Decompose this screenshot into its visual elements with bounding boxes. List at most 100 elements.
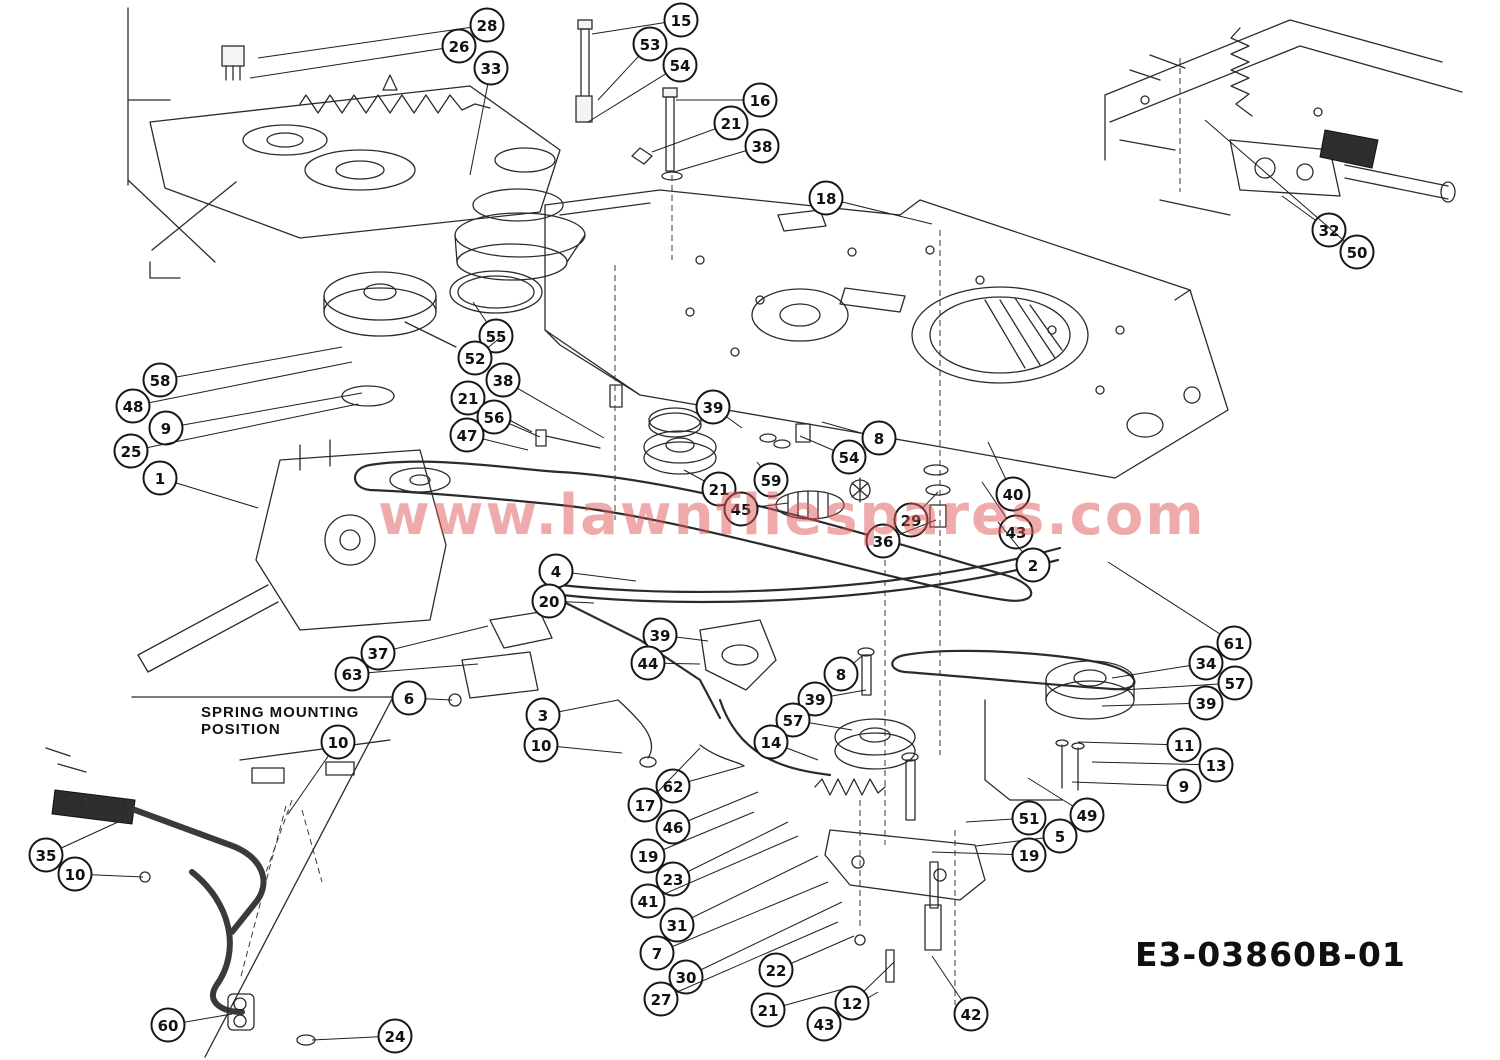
svg-text:38: 38 xyxy=(493,372,514,390)
callout-37: 37 xyxy=(360,625,489,671)
callout-28: 28 xyxy=(257,7,505,59)
svg-text:55: 55 xyxy=(486,328,507,346)
svg-text:41: 41 xyxy=(638,893,659,911)
callout-2: 2 xyxy=(997,521,1051,583)
callout-38: 38 xyxy=(485,362,605,439)
callout-47: 47 xyxy=(449,417,529,453)
svg-text:50: 50 xyxy=(1347,244,1368,262)
callout-52: 52 xyxy=(457,337,501,376)
callout-32: 32 xyxy=(1281,195,1347,248)
callout-61: 61 xyxy=(1107,561,1252,661)
svg-text:43: 43 xyxy=(1006,524,1027,542)
center-hardware xyxy=(535,384,951,821)
svg-text:21: 21 xyxy=(721,115,742,133)
top-right-chassis xyxy=(1104,19,1463,216)
callout-63: 63 xyxy=(334,656,479,692)
svg-text:43: 43 xyxy=(814,1016,835,1034)
callout-51: 51 xyxy=(965,800,1047,836)
callout-26: 26 xyxy=(249,28,477,79)
svg-text:15: 15 xyxy=(671,12,692,30)
svg-text:5: 5 xyxy=(1055,828,1065,846)
svg-text:10: 10 xyxy=(328,734,349,752)
inset-label: SPRING MOUNTING POSITION xyxy=(201,704,359,738)
callout-1: 1 xyxy=(142,460,259,509)
callout-41: 41 xyxy=(630,835,799,919)
callout-40: 40 xyxy=(987,441,1031,512)
svg-text:56: 56 xyxy=(484,409,505,427)
svg-text:18: 18 xyxy=(816,190,837,208)
transmission xyxy=(137,271,457,673)
callout-13: 13 xyxy=(1091,747,1234,783)
svg-text:19: 19 xyxy=(1019,847,1040,865)
callout-27: 27 xyxy=(643,921,839,1017)
callout-21: 21 xyxy=(750,985,855,1028)
svg-text:3: 3 xyxy=(538,707,548,725)
svg-text:49: 49 xyxy=(1077,807,1098,825)
callout-12: 12 xyxy=(834,961,895,1021)
svg-text:53: 53 xyxy=(640,36,661,54)
callout-9: 9 xyxy=(148,392,363,446)
callout-8: 8 xyxy=(823,655,863,692)
svg-text:51: 51 xyxy=(1019,810,1040,828)
inset-label-line2: POSITION xyxy=(201,721,281,738)
callout-53: 53 xyxy=(597,26,668,101)
svg-text:52: 52 xyxy=(465,350,486,368)
callout-23: 23 xyxy=(655,821,789,897)
svg-text:10: 10 xyxy=(65,866,86,884)
svg-text:60: 60 xyxy=(158,1017,179,1035)
callout-11: 11 xyxy=(1077,727,1202,763)
svg-text:63: 63 xyxy=(342,666,363,684)
callout-42: 42 xyxy=(931,955,989,1032)
svg-text:26: 26 xyxy=(449,38,470,56)
svg-text:39: 39 xyxy=(650,627,671,645)
svg-text:29: 29 xyxy=(901,512,922,530)
svg-text:34: 34 xyxy=(1196,655,1217,673)
callout-34: 34 xyxy=(1111,645,1224,681)
svg-text:31: 31 xyxy=(667,917,688,935)
callout-54: 54 xyxy=(799,435,867,475)
callout-25: 25 xyxy=(113,403,359,469)
svg-text:14: 14 xyxy=(761,734,782,752)
svg-text:19: 19 xyxy=(638,848,659,866)
svg-text:27: 27 xyxy=(651,991,672,1009)
callout-50: 50 xyxy=(1204,119,1375,270)
callout-59: 59 xyxy=(753,461,789,498)
svg-text:24: 24 xyxy=(385,1028,406,1046)
idler-pulleys xyxy=(643,430,1135,791)
svg-text:7: 7 xyxy=(652,945,662,963)
svg-text:8: 8 xyxy=(836,666,846,684)
svg-text:23: 23 xyxy=(663,871,684,889)
svg-text:28: 28 xyxy=(477,17,498,35)
callout-30: 30 xyxy=(668,901,843,995)
svg-text:33: 33 xyxy=(481,60,502,78)
callout-7: 7 xyxy=(639,881,829,971)
svg-text:9: 9 xyxy=(1179,778,1189,796)
svg-text:25: 25 xyxy=(121,443,142,461)
callout-16: 16 xyxy=(676,82,778,118)
svg-text:40: 40 xyxy=(1003,486,1024,504)
svg-text:10: 10 xyxy=(531,737,552,755)
callout-48: 48 xyxy=(115,361,353,424)
callout-21: 21 xyxy=(450,380,533,433)
svg-text:39: 39 xyxy=(1196,695,1217,713)
svg-text:39: 39 xyxy=(703,399,724,417)
part-code: E3-03860B-01 xyxy=(1135,935,1406,974)
svg-text:39: 39 xyxy=(805,691,826,709)
callout-39: 39 xyxy=(797,681,867,717)
callout-62: 62 xyxy=(655,765,745,804)
callout-21: 21 xyxy=(651,105,749,153)
callout-18: 18 xyxy=(808,180,933,225)
svg-text:22: 22 xyxy=(766,962,787,980)
callout-9: 9 xyxy=(1071,768,1202,804)
svg-text:61: 61 xyxy=(1224,635,1245,653)
callout-4: 4 xyxy=(538,553,637,589)
linkage-group xyxy=(448,546,1062,983)
svg-text:21: 21 xyxy=(709,481,730,499)
callout-45: 45 xyxy=(723,491,789,527)
svg-text:42: 42 xyxy=(961,1006,982,1024)
callout-layer: 2826331553541621381832505848925155523821… xyxy=(28,2,1375,1054)
callout-6: 6 xyxy=(391,680,453,716)
callout-38: 38 xyxy=(673,128,780,173)
